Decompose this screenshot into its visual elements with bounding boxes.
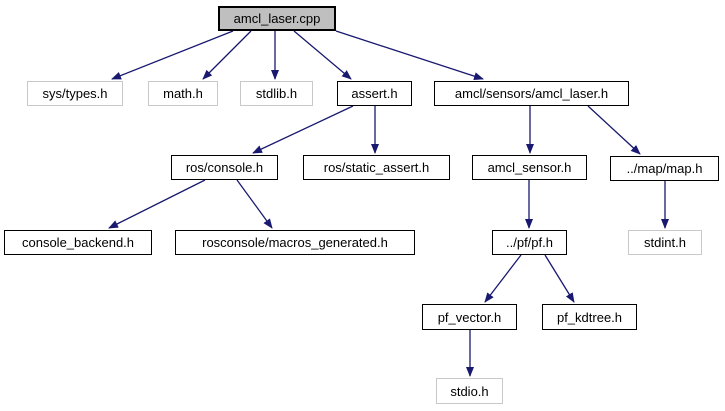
edge-ros_console_h-to-console_backend_h bbox=[108, 179, 206, 229]
node-amcl-sensors-amcl-laser-h[interactable]: amcl/sensors/amcl_laser.h bbox=[434, 81, 629, 106]
edge-pf_pf_h-to-pf_kdtree_h bbox=[544, 254, 575, 303]
node-stdio-h: stdio.h bbox=[436, 378, 503, 404]
node-amcl-laser-cpp: amcl_laser.cpp bbox=[218, 6, 336, 31]
node-rosconsole-macros-generated-h[interactable]: rosconsole/macros_generated.h bbox=[175, 230, 415, 255]
node-ros-console-h[interactable]: ros/console.h bbox=[171, 155, 278, 180]
node-math-h: math.h bbox=[148, 81, 218, 106]
node-ros-static-assert-h[interactable]: ros/static_assert.h bbox=[303, 155, 450, 180]
node-map-map-h[interactable]: ../map/map.h bbox=[610, 156, 719, 181]
node-amcl-sensor-h[interactable]: amcl_sensor.h bbox=[472, 155, 587, 180]
edge-ros_console_h-to-rosconsole_macros_generated_h bbox=[236, 179, 273, 229]
edge-amcl_laser_cpp-to-sys_types_h bbox=[111, 30, 234, 80]
edge-amcl_laser_cpp-to-assert_h bbox=[293, 30, 352, 80]
node-pf-vector-h[interactable]: pf_vector.h bbox=[422, 304, 517, 330]
node-pf-pf-h[interactable]: ../pf/pf.h bbox=[492, 230, 567, 255]
edge-assert_h-to-ros_console_h bbox=[252, 105, 354, 154]
edge-amcl_laser_cpp-to-amcl_sensors_amcl_laser_h bbox=[335, 30, 484, 81]
node-stdint-h: stdint.h bbox=[628, 230, 702, 255]
node-pf-kdtree-h[interactable]: pf_kdtree.h bbox=[542, 304, 637, 330]
edge-pf_pf_h-to-pf_vector_h bbox=[484, 254, 522, 303]
node-console-backend-h[interactable]: console_backend.h bbox=[4, 230, 152, 255]
node-stdlib-h: stdlib.h bbox=[240, 81, 313, 106]
edge-amcl_laser_cpp-to-math_h bbox=[202, 30, 252, 80]
node-assert-h[interactable]: assert.h bbox=[337, 81, 412, 106]
edge-amcl_sensors_amcl_laser_h-to-map_map_h bbox=[587, 105, 641, 155]
node-sys-types-h: sys/types.h bbox=[27, 81, 123, 106]
